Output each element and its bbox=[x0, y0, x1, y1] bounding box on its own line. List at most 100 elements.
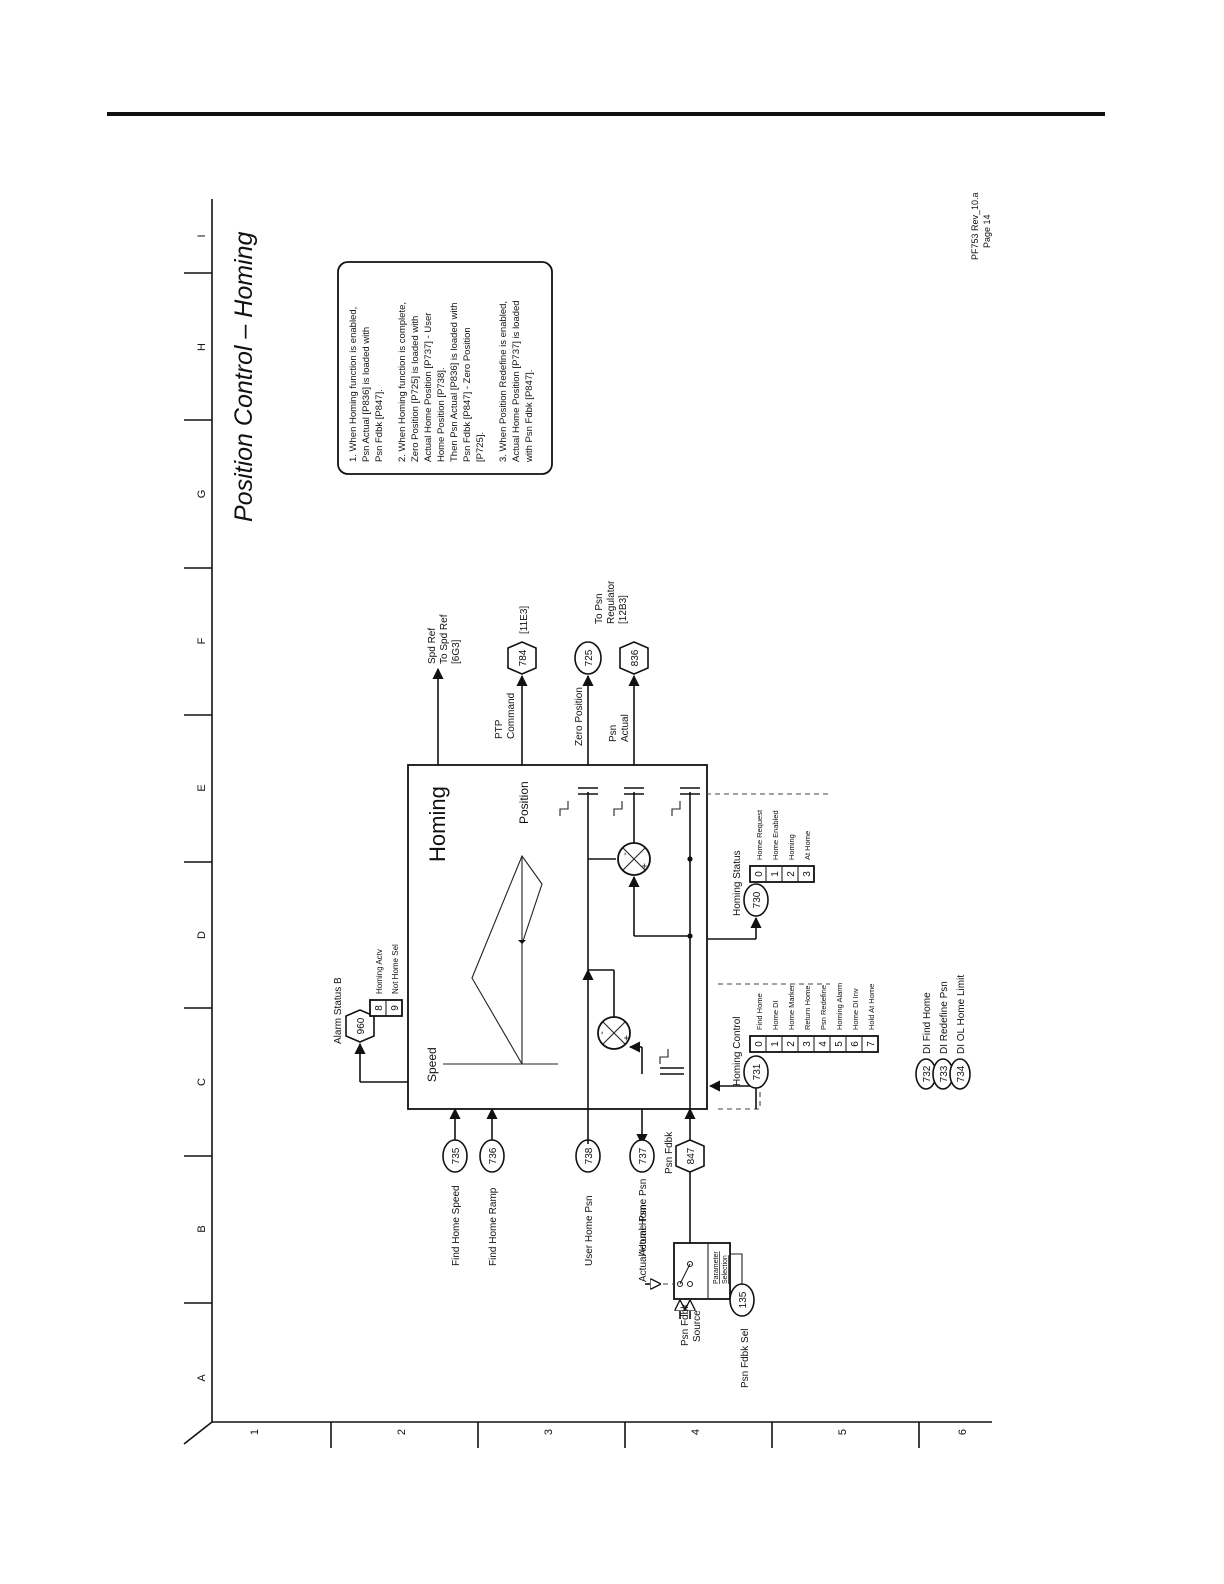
grid-letter-i: I bbox=[196, 234, 208, 237]
grid-number-5: 5 bbox=[837, 1429, 849, 1435]
di-param-number: 734 bbox=[956, 1065, 967, 1082]
svg-text:836: 836 bbox=[630, 649, 641, 666]
actual-home-psn-dashed-label: Actual Home Psn bbox=[638, 1205, 649, 1282]
grid-letter-c: C bbox=[196, 1078, 208, 1086]
homing-control-bit-num: 7 bbox=[866, 1041, 877, 1047]
homing-control-bit-name: Home Marker bbox=[787, 984, 796, 1030]
svg-text:725: 725 bbox=[584, 649, 595, 666]
svg-text:Selection: Selection bbox=[722, 1255, 729, 1284]
spd-ref-label: Spd Ref To Spd Ref [6G3] bbox=[427, 612, 462, 664]
ptp-command-param[interactable]: 784 bbox=[507, 641, 537, 675]
homing-control-bit-num: 2 bbox=[786, 1041, 797, 1047]
di-param-label: DI Find Home bbox=[922, 992, 933, 1054]
homing-control-bit-num: 1 bbox=[770, 1041, 781, 1047]
psn-fdbk-sel-param[interactable]: 135 bbox=[729, 1283, 755, 1317]
alarm-status-b-param[interactable]: 960 bbox=[345, 1009, 375, 1043]
switch-contacts-output bbox=[559, 787, 700, 816]
notes-box: 1. When Homing function is enabled, Psn … bbox=[337, 261, 553, 475]
psn-fdbk-param[interactable]: 847 bbox=[675, 1139, 705, 1173]
homing-control-label: Homing Control bbox=[732, 1017, 743, 1086]
svg-text:+: + bbox=[622, 1035, 633, 1041]
svg-text:731: 731 bbox=[752, 1063, 763, 1080]
psn-fdbk-sel-label: Psn Fdbk Sel bbox=[740, 1329, 751, 1388]
top-rule bbox=[107, 112, 1105, 116]
grid-number-2: 2 bbox=[396, 1429, 408, 1435]
di-param-number: 732 bbox=[922, 1065, 933, 1082]
svg-text:+: + bbox=[640, 863, 651, 869]
homing-control-bit-num: 6 bbox=[850, 1041, 861, 1047]
homing-control-bit-name: Home DI bbox=[771, 1000, 780, 1030]
grid-number-3: 3 bbox=[543, 1429, 555, 1435]
zero-position-label: Zero Position bbox=[574, 687, 585, 746]
homing-block-title: Homing bbox=[425, 786, 450, 862]
homing-control-param[interactable]: 731 bbox=[743, 1055, 769, 1089]
find-home-ramp-label: Find Home Ramp bbox=[488, 1187, 499, 1266]
psn-actual-param[interactable]: 836 bbox=[619, 641, 649, 675]
svg-text:738: 738 bbox=[584, 1147, 595, 1164]
di-param-bubble[interactable] bbox=[949, 1058, 971, 1090]
speed-label: Speed bbox=[425, 1047, 439, 1082]
svg-text:Not Home Sel: Not Home Sel bbox=[391, 944, 400, 994]
note-2: 2. When Homing function is complete, Zer… bbox=[397, 299, 486, 462]
svg-text:9: 9 bbox=[390, 1005, 401, 1011]
svg-text:960: 960 bbox=[356, 1017, 367, 1034]
alarm-status-b-label: Alarm Status B bbox=[333, 977, 344, 1044]
homing-status-param[interactable]: 730 bbox=[743, 883, 769, 917]
psn-fdbk-label: Psn Fdbk bbox=[664, 1131, 675, 1174]
grid-number-1: 1 bbox=[249, 1429, 261, 1435]
di-param-label: DI Redefine Psn bbox=[939, 981, 950, 1054]
actual-home-psn-param[interactable]: 737 bbox=[629, 1139, 655, 1173]
homing-control-bit-name: Psn Redefine bbox=[819, 985, 828, 1030]
grid-number-6: 6 bbox=[957, 1429, 969, 1435]
position-label: Position bbox=[517, 781, 531, 824]
grid-frame: A B C D E F G H I 1 2 3 4 5 6 bbox=[183, 199, 992, 1448]
grid-letter-f: F bbox=[196, 637, 208, 644]
speed-profile-graph bbox=[443, 854, 558, 1065]
find-home-ramp-param[interactable]: 736 bbox=[479, 1139, 505, 1173]
note-1: 1. When Homing function is enabled, Psn … bbox=[348, 304, 385, 462]
summing-junction-upper: - + bbox=[617, 842, 651, 876]
parameter-selection-switch[interactable]: Parameter Selection bbox=[673, 1242, 731, 1300]
svg-text:735: 735 bbox=[451, 1147, 462, 1164]
svg-text:736: 736 bbox=[488, 1147, 499, 1164]
homing-control-bit-name: Return Home bbox=[803, 985, 812, 1030]
homing-control-bit-name: Find Home bbox=[755, 993, 764, 1030]
homing-control-bit-num: 3 bbox=[802, 1041, 813, 1047]
grid-letter-h: H bbox=[196, 343, 208, 351]
page-number: Page 14 bbox=[982, 214, 992, 248]
homing-control-bit-num: 4 bbox=[818, 1041, 829, 1047]
svg-text:737: 737 bbox=[638, 1147, 649, 1164]
grid-number-4: 4 bbox=[690, 1429, 702, 1435]
user-home-psn-param[interactable]: 738 bbox=[575, 1139, 601, 1173]
zero-position-param[interactable]: 725 bbox=[574, 641, 602, 675]
svg-text:-: - bbox=[597, 1031, 608, 1034]
svg-text:135: 135 bbox=[738, 1291, 749, 1308]
find-home-speed-label: Find Home Speed bbox=[451, 1185, 462, 1266]
grid-letter-a: A bbox=[196, 1374, 208, 1382]
homing-status-bit-num: 2 bbox=[786, 871, 797, 877]
find-home-speed-param[interactable]: 735 bbox=[442, 1139, 468, 1173]
homing-status-bit-num: 1 bbox=[770, 871, 781, 877]
ptp-command-label: PTP Command bbox=[494, 693, 517, 739]
homing-control-bit-num: 0 bbox=[754, 1041, 765, 1047]
psn-actual-label: Psn Actual bbox=[608, 714, 631, 742]
homing-status-bit-num: 0 bbox=[754, 871, 765, 877]
svg-text:-: - bbox=[620, 852, 631, 855]
homing-status-bit-name: At Home bbox=[803, 831, 812, 860]
homing-status-bit-name: Home Enabled bbox=[771, 810, 780, 860]
homing-status-bit-name: Home Request bbox=[755, 809, 764, 860]
svg-text:8: 8 bbox=[374, 1005, 385, 1011]
di-params: 732 DI Find Home 733 DI Redefine Psn 734 DI O… bbox=[915, 975, 971, 1090]
grid-letter-g: G bbox=[196, 490, 208, 499]
grid-letter-d: D bbox=[196, 931, 208, 939]
svg-text:784: 784 bbox=[518, 649, 529, 666]
alarm-status-b-bits: 8 9 Homing Actv Not Home Sel bbox=[369, 944, 403, 1017]
di-param-number: 733 bbox=[939, 1065, 950, 1082]
di-param-label: DI OL Home Limit bbox=[956, 975, 967, 1054]
homing-control-bit-num: 5 bbox=[834, 1041, 845, 1047]
ptp-command-ref: [11E3] bbox=[519, 606, 530, 634]
to-psn-regulator-label: To Psn Regulator [12B3] bbox=[594, 578, 629, 624]
homing-control-bits bbox=[749, 1035, 879, 1053]
switch-contacts-input bbox=[659, 1049, 684, 1075]
